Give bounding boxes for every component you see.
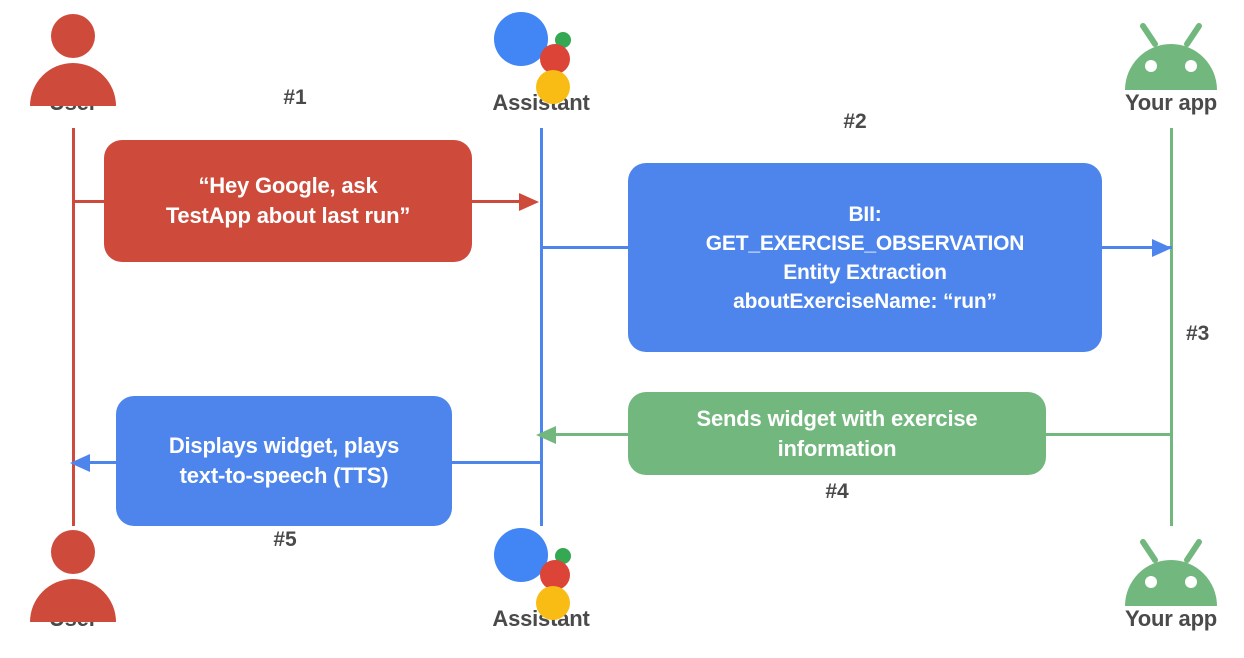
message-text-5: Displays widget, plays text-to-speech (T… [168, 433, 400, 488]
step-number-5: #5 [273, 528, 297, 551]
step-number-1: #1 [283, 86, 307, 109]
message-arrowhead-1 [519, 192, 539, 211]
message-text-1: “Hey Google, ask TestApp about last run” [165, 173, 411, 228]
message-box-5: Displays widget, plays text-to-speech (T… [116, 396, 452, 526]
step-number-3: #3 [1186, 322, 1210, 345]
google-assistant-icon [466, 524, 616, 620]
message-text-4: Sends widget with exercise information [696, 405, 978, 461]
actor-label-app-bottom: Your app [1124, 606, 1218, 631]
message-arrowhead-5 [70, 453, 90, 472]
lifeline-app [1170, 128, 1173, 526]
message-text-2: BII: GET_EXERCISE_OBSERVATION Entity Ext… [705, 202, 1025, 313]
message-box-2: BII: GET_EXERCISE_OBSERVATION Entity Ext… [628, 163, 1102, 352]
android-robot-icon [1125, 23, 1217, 90]
actor-user-bottom: User [0, 524, 148, 632]
actor-app-bottom: Your app [1096, 524, 1244, 632]
message-arrowhead-2 [1152, 238, 1172, 257]
lifeline-user [72, 128, 75, 526]
android-robot-icon [1125, 539, 1217, 606]
person-icon [0, 8, 148, 106]
step-number-4: #4 [825, 480, 849, 503]
person-icon [0, 524, 148, 622]
message-arrowhead-4 [536, 425, 556, 444]
google-assistant-icon [466, 8, 616, 104]
actor-assistant-bottom: Assistant [466, 524, 616, 632]
step-number-2: #2 [843, 110, 867, 133]
lifeline-assistant [540, 128, 543, 526]
actor-user-top: User [0, 8, 148, 116]
actor-app-top: Your app [1096, 8, 1244, 116]
message-box-1: “Hey Google, ask TestApp about last run” [104, 140, 472, 262]
actor-assistant-top: Assistant [466, 8, 616, 116]
message-box-4: Sends widget with exercise information [628, 392, 1046, 475]
actor-label-app-top: Your app [1124, 90, 1218, 115]
